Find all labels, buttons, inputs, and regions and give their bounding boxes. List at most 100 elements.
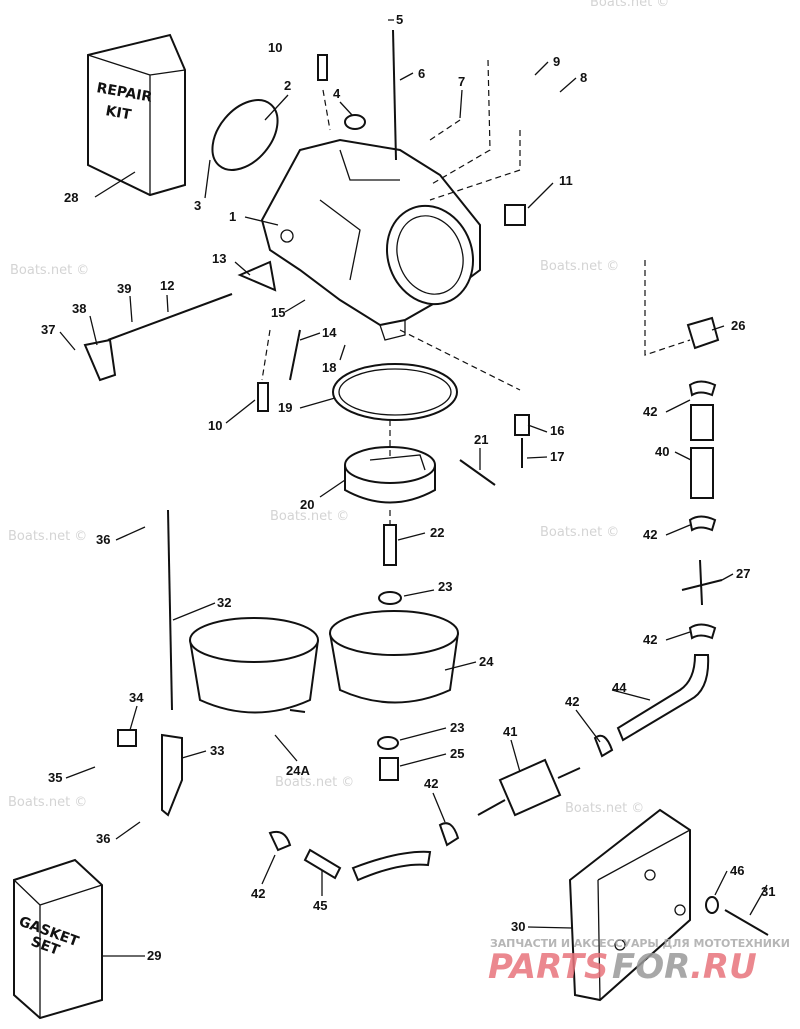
callout: 22 bbox=[430, 525, 444, 540]
watermark: Boats.net © bbox=[540, 259, 619, 274]
leader-lines bbox=[59, 19, 768, 957]
callout: 17 bbox=[550, 449, 564, 464]
callout: 20 bbox=[300, 497, 314, 512]
screw-31 bbox=[724, 909, 769, 936]
needle bbox=[289, 329, 301, 381]
callout: 2 bbox=[284, 78, 291, 93]
callout: 26 bbox=[731, 318, 745, 333]
fuel-filter-41 bbox=[477, 758, 581, 817]
callout: 11 bbox=[559, 173, 573, 188]
watermark: Boats.net © bbox=[590, 0, 669, 10]
partsfor-watermark: ЗАПЧАСТИ И АКСЕССУАРЫ ДЛЯ МОТОТЕХНИКИ PA… bbox=[488, 937, 790, 987]
callout: 40 bbox=[655, 444, 669, 459]
callout: 7 bbox=[458, 74, 465, 89]
callout: 4 bbox=[333, 86, 341, 101]
callout: 41 bbox=[503, 724, 517, 739]
callout: 32 bbox=[217, 595, 231, 610]
boats-watermarks: Boats.net © Boats.net © Boats.net © Boat… bbox=[8, 0, 669, 816]
watermark-logo-ru: .RU bbox=[690, 947, 757, 987]
jet-lower bbox=[257, 382, 269, 412]
callout: 44 bbox=[612, 680, 627, 695]
callout: 23 bbox=[438, 579, 452, 594]
fuel-bowl-24 bbox=[329, 610, 459, 704]
callout: 19 bbox=[278, 400, 292, 415]
callout: 31 bbox=[761, 884, 775, 899]
callout: 16 bbox=[550, 423, 564, 438]
hose-45 bbox=[303, 848, 342, 880]
callout: 13 bbox=[212, 251, 226, 266]
repair-kit-box: REPAIR KIT bbox=[87, 33, 186, 197]
callout: 42 bbox=[643, 632, 657, 647]
seat bbox=[514, 414, 530, 436]
callout: 24A bbox=[286, 763, 310, 778]
float bbox=[344, 446, 436, 504]
callout-labels: 5 10 6 9 8 7 2 4 28 3 1 11 13 39 12 38 3… bbox=[41, 12, 775, 963]
callout: 21 bbox=[474, 432, 488, 447]
callout: 42 bbox=[565, 694, 579, 709]
callout: 45 bbox=[313, 898, 327, 913]
bowl-gasket bbox=[332, 363, 458, 421]
callout: 29 bbox=[147, 948, 161, 963]
guide-lines bbox=[261, 59, 691, 525]
callout: 42 bbox=[643, 404, 657, 419]
fitting-26 bbox=[686, 316, 720, 350]
watermark: Boats.net © bbox=[8, 795, 87, 810]
spring bbox=[237, 260, 277, 292]
watermark: Boats.net © bbox=[8, 529, 87, 544]
callout: 10 bbox=[268, 40, 282, 55]
callout: 34 bbox=[129, 690, 144, 705]
callout: 46 bbox=[730, 863, 744, 878]
watermark-logo-for: FOR bbox=[612, 947, 690, 987]
repair-kit-label: KIT bbox=[104, 103, 132, 123]
gasket bbox=[211, 99, 279, 171]
callout: 10 bbox=[208, 418, 222, 433]
carburetor-body bbox=[260, 138, 481, 341]
callout: 18 bbox=[322, 360, 336, 375]
o-ring bbox=[344, 114, 366, 130]
watermark-logo-parts: PARTS bbox=[488, 947, 608, 987]
lever bbox=[83, 338, 117, 382]
callout: 25 bbox=[450, 746, 464, 761]
watermark-tagline: ЗАПЧАСТИ И АКСЕССУАРЫ ДЛЯ МОТОТЕХНИКИ bbox=[490, 937, 790, 950]
callout: 39 bbox=[117, 281, 131, 296]
link-rod bbox=[167, 509, 173, 711]
plug bbox=[504, 204, 526, 226]
drain-plug bbox=[379, 757, 399, 781]
watermark: Boats.net © bbox=[270, 509, 349, 524]
callout: 28 bbox=[64, 190, 78, 205]
callout: 36 bbox=[96, 831, 110, 846]
tee-27 bbox=[681, 559, 723, 606]
callout: 42 bbox=[251, 886, 265, 901]
watermark: Boats.net © bbox=[10, 263, 89, 278]
hose-44 bbox=[616, 654, 710, 742]
callout: 5 bbox=[396, 12, 403, 27]
callout: 42 bbox=[643, 527, 657, 542]
callout: 6 bbox=[418, 66, 425, 81]
callout: 12 bbox=[160, 278, 174, 293]
callout: 24 bbox=[479, 654, 494, 669]
throttle-shaft bbox=[107, 293, 233, 341]
jet bbox=[317, 54, 328, 81]
callout: 8 bbox=[580, 70, 587, 85]
hose-40 bbox=[690, 447, 714, 499]
callout: 9 bbox=[553, 54, 560, 69]
callout: 1 bbox=[229, 209, 236, 224]
callout: 33 bbox=[210, 743, 224, 758]
callout: 23 bbox=[450, 720, 464, 735]
stud bbox=[383, 524, 397, 566]
callout: 37 bbox=[41, 322, 55, 337]
watermark: Boats.net © bbox=[565, 801, 644, 816]
callout: 38 bbox=[72, 301, 86, 316]
watermark: Boats.net © bbox=[540, 525, 619, 540]
callout: 3 bbox=[194, 198, 201, 213]
cover-30 bbox=[568, 808, 691, 1002]
gasket-set-box: GASKET SET bbox=[13, 858, 103, 1020]
callout: 14 bbox=[322, 325, 337, 340]
callout: 30 bbox=[511, 919, 525, 934]
callout: 15 bbox=[271, 305, 285, 320]
callout: 36 bbox=[96, 532, 110, 547]
callout: 42 bbox=[424, 776, 438, 791]
callout: 27 bbox=[736, 566, 750, 581]
